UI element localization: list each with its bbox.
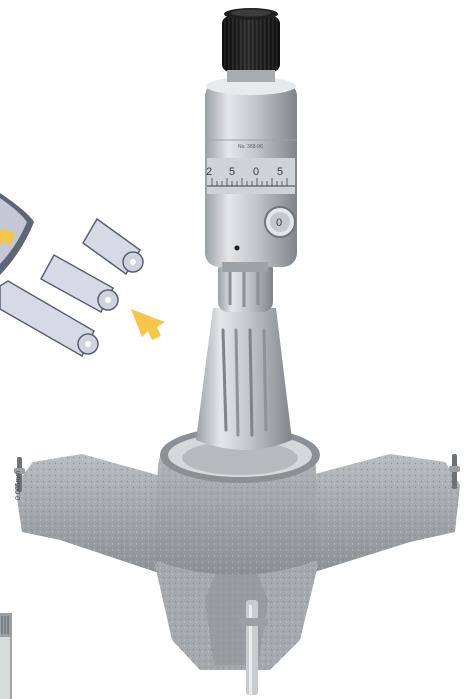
micrometer-neck [222,262,268,272]
anvil-pin-front [238,600,268,695]
probe-top [82,217,144,276]
index-dot [234,245,240,251]
scale-label: 2 [206,166,212,178]
lock-dial: 0 [264,206,296,238]
scale-label: 5 [277,166,283,178]
micrometer-cone [196,308,292,450]
side-label: 0.005mm [15,471,22,500]
probe-bottom [0,280,99,358]
bore-wall-illustration [0,193,34,275]
lock-dial-label: 0 [276,217,282,229]
anvil-pin-left [14,457,25,492]
anvil-pin-right [449,454,460,489]
thimble-scale: 2 5 0 5 [206,158,295,194]
scale-ticks [211,178,288,186]
scale-label: 5 [229,166,235,178]
probe-middle [39,253,119,314]
arrow-icon [131,309,165,340]
knurled-knob [222,8,280,82]
scale-label: 0 [253,166,259,178]
edge-gauge [0,613,12,699]
arrow-icon [0,228,16,247]
setting-ring-base [15,427,460,670]
brand-engraving: No. 368-96 [238,144,263,150]
